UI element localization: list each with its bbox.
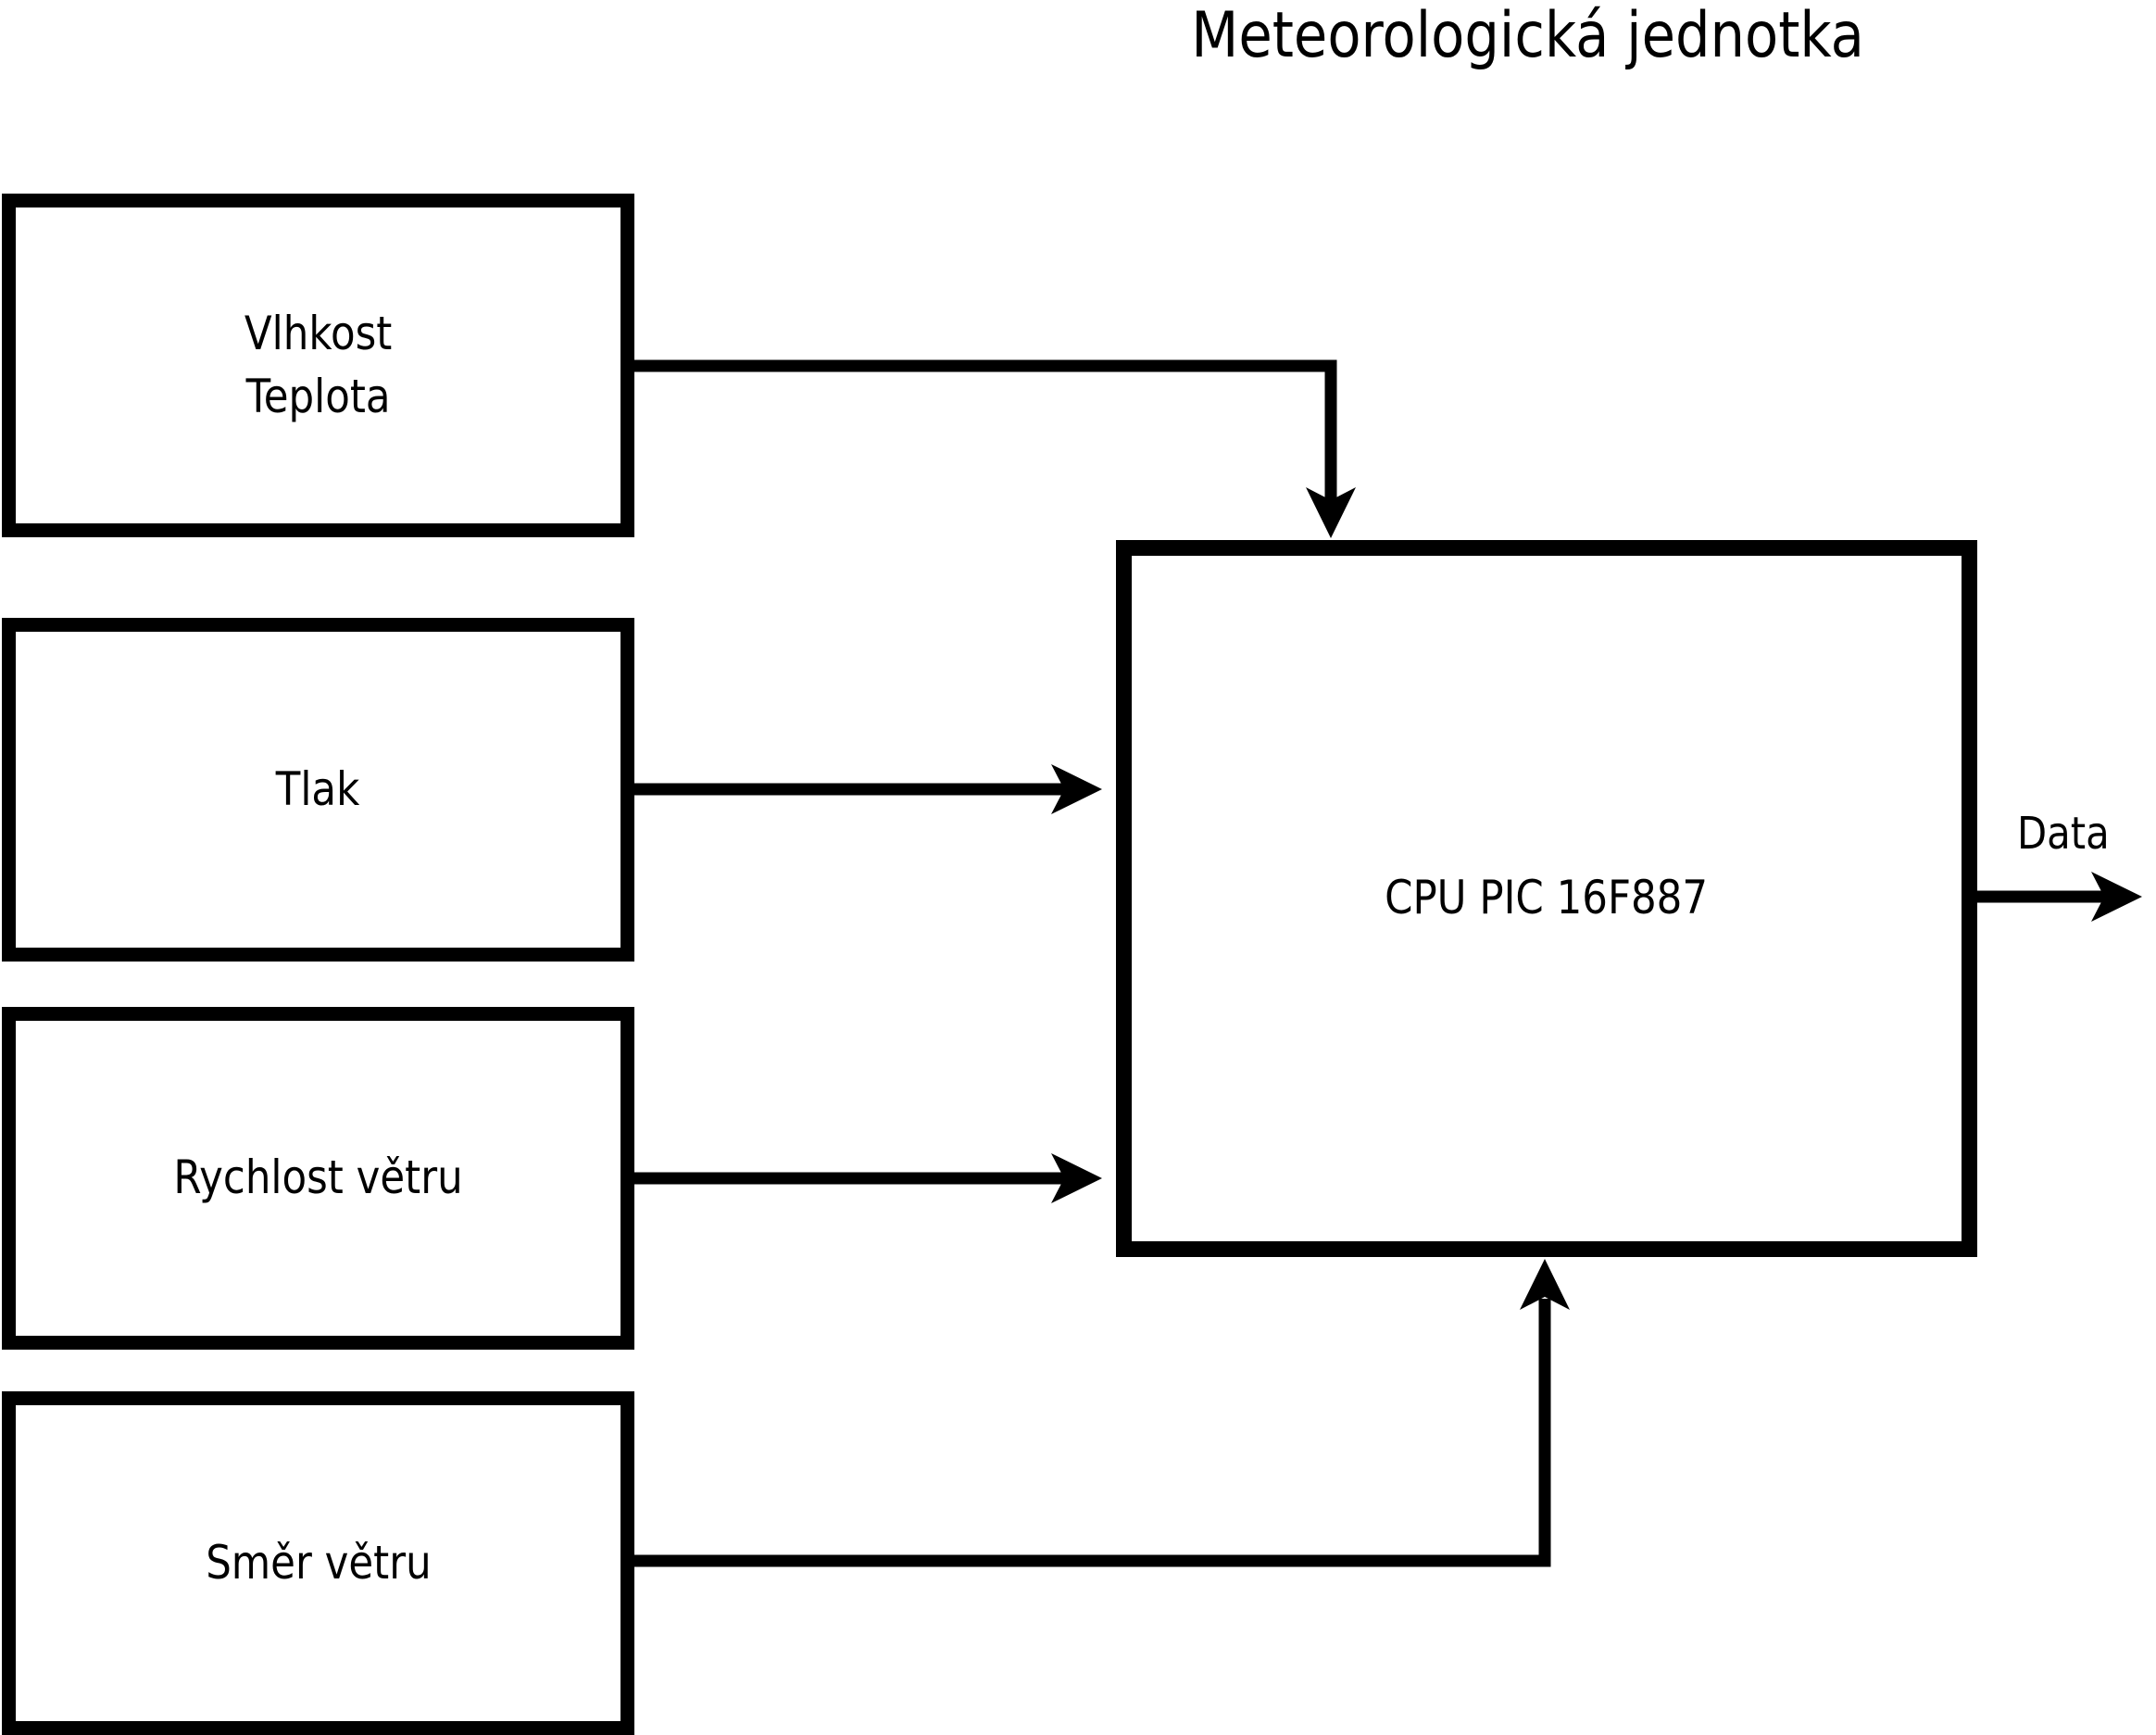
cpu-box: CPU PIC 16F887 bbox=[1116, 540, 1977, 1257]
sensor-label-smer-vetru: Směr větru bbox=[205, 1535, 432, 1590]
arrow-up-icon bbox=[1520, 1259, 1570, 1310]
data-output-text: Data bbox=[2017, 808, 2110, 860]
wire-smer-to-cpu bbox=[633, 1299, 1551, 1567]
arrow-right-icon bbox=[1051, 1153, 1102, 1203]
sensor-label-tlak: Tlak bbox=[276, 761, 360, 816]
diagram-title-text: Meteorologická jednotka bbox=[1191, 0, 1865, 72]
sensor-box-tlak: Tlak bbox=[2, 618, 634, 962]
sensor-box-rychlost-vetru: Rychlost větru bbox=[2, 1007, 634, 1350]
wire-vlhkost-to-cpu bbox=[633, 359, 1337, 505]
arrow-right-icon bbox=[1051, 764, 1102, 814]
cpu-label: CPU PIC 16F887 bbox=[1385, 871, 1709, 925]
sensor-label-rychlost-vetru: Rychlost větru bbox=[173, 1150, 463, 1205]
diagram-title: Meteorologická jednotka bbox=[1130, 0, 1926, 72]
arrow-down-icon bbox=[1306, 487, 1356, 538]
sensor-box-vlhkost-teplota: Vlhkost Teplota bbox=[2, 194, 634, 537]
sensor-label-vlhkost-teplota: Vlhkost Teplota bbox=[244, 307, 393, 423]
arrow-right-icon bbox=[2091, 872, 2142, 922]
data-output-label: Data bbox=[2017, 808, 2124, 861]
sensor-box-smer-vetru: Směr větru bbox=[2, 1391, 634, 1735]
